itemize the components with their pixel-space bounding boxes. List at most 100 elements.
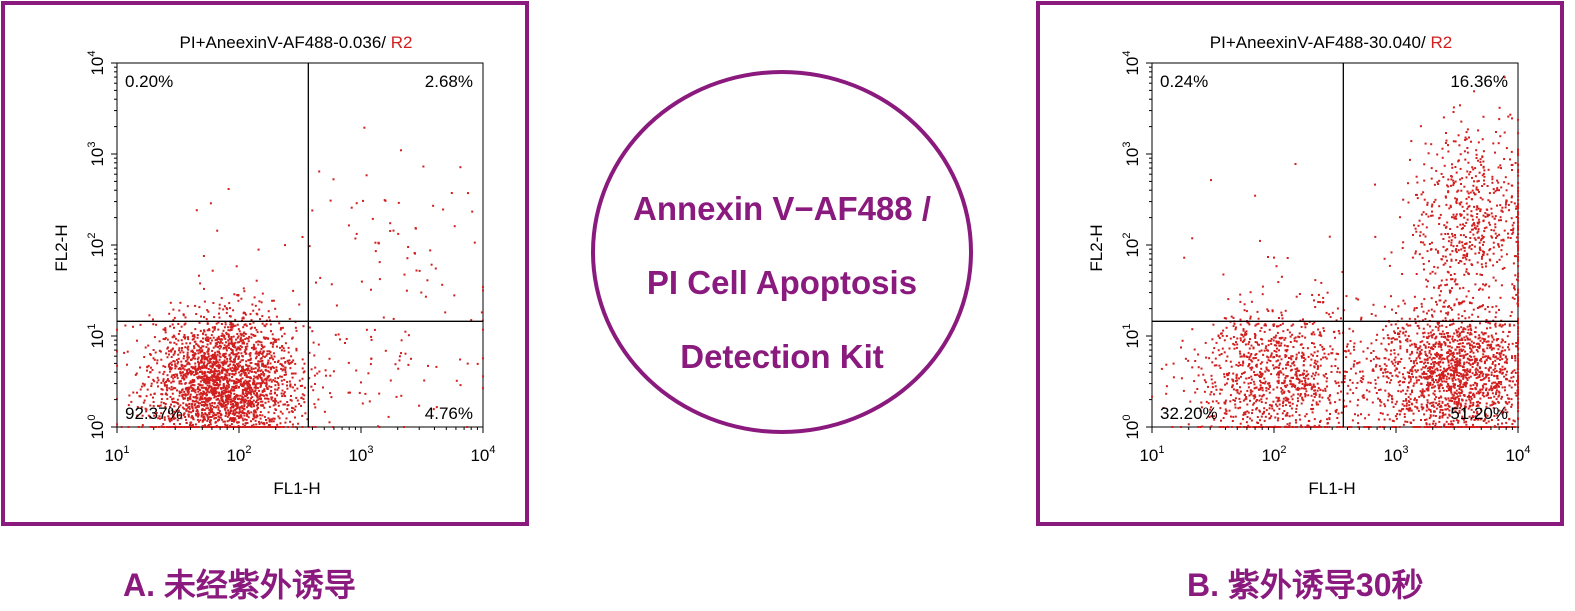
scatter-point — [1335, 410, 1337, 413]
scatter-point — [1284, 426, 1287, 428]
scatter-point — [1349, 352, 1352, 355]
scatter-point — [1398, 333, 1401, 335]
scatter-point — [1236, 379, 1239, 382]
scatter-point — [177, 367, 180, 370]
scatter-point — [1275, 426, 1278, 428]
scatter-point — [1221, 347, 1224, 350]
scatter-point — [332, 370, 335, 373]
scatter-point — [229, 367, 232, 370]
scatter-point — [1483, 355, 1486, 358]
scatter-point — [232, 402, 234, 405]
scatter-point — [1293, 337, 1296, 340]
scatter-point — [274, 388, 277, 391]
scatter-point — [1183, 256, 1186, 259]
scatter-point — [1387, 358, 1390, 361]
scatter-point — [1313, 346, 1316, 349]
scatter-point — [213, 392, 216, 394]
scatter-point — [163, 402, 165, 405]
scatter-point — [1242, 329, 1245, 332]
scatter-point — [155, 323, 158, 326]
scatter-point — [201, 384, 204, 387]
scatter-point — [1413, 398, 1416, 401]
scatter-point — [1427, 408, 1430, 411]
scatter-point — [1257, 317, 1260, 320]
scatter-point — [1408, 372, 1411, 374]
scatter-point — [1450, 385, 1452, 388]
scatter-point — [200, 359, 203, 362]
scatter-point — [1413, 309, 1416, 312]
scatter-point — [1427, 370, 1430, 372]
scatter-point — [236, 333, 239, 335]
scatter-point — [271, 345, 274, 348]
scatter-point — [250, 403, 252, 406]
scatter-point — [221, 342, 224, 345]
scatter-point — [172, 334, 175, 337]
scatter-point — [234, 341, 237, 344]
scatter-point — [208, 384, 211, 387]
scatter-point — [268, 385, 271, 388]
scatter-point — [1452, 353, 1455, 355]
scatter-point — [1247, 351, 1250, 354]
scatter-point — [201, 401, 203, 404]
scatter-point — [1277, 399, 1280, 401]
scatter-point — [202, 333, 205, 336]
scatter-point — [265, 319, 268, 322]
scatter-point — [1304, 394, 1307, 396]
scatter-point — [299, 385, 302, 387]
scatter-point — [1421, 408, 1424, 411]
scatter-point — [224, 401, 227, 404]
scatter-point — [231, 350, 234, 353]
scatter-point — [1247, 411, 1250, 414]
scatter-point — [1300, 355, 1303, 358]
scatter-point — [284, 403, 287, 406]
scatter-point — [1265, 409, 1268, 412]
scatter-point — [1326, 377, 1329, 380]
scatter-point — [1326, 426, 1329, 428]
scatter-point — [1438, 325, 1441, 328]
scatter-point — [223, 344, 226, 347]
scatter-point — [1314, 392, 1317, 395]
scatter-point — [1211, 338, 1214, 341]
scatter-point — [1472, 394, 1474, 396]
scatter-point — [1438, 384, 1441, 387]
scatter-point — [195, 369, 198, 372]
scatter-point — [1256, 310, 1259, 313]
scatter-point — [190, 411, 193, 414]
scatter-point — [1429, 415, 1432, 418]
scatter-point — [1487, 335, 1490, 338]
scatter-point — [218, 371, 221, 374]
scatter-point — [245, 392, 247, 395]
scatter-point — [308, 326, 311, 329]
scatter-point — [360, 280, 363, 283]
scatter-point — [261, 381, 264, 384]
scatter-point — [1289, 341, 1292, 343]
scatter-point — [222, 367, 225, 370]
scatter-point — [1229, 337, 1232, 340]
scatter-point — [1434, 368, 1437, 371]
scatter-point — [330, 283, 333, 286]
scatter-point — [184, 382, 187, 384]
scatter-point — [239, 338, 242, 341]
scatter-point — [1304, 326, 1307, 329]
scatter-point — [227, 334, 230, 337]
scatter-point — [1282, 397, 1285, 400]
scatter-point — [282, 403, 285, 406]
scatter-point — [210, 416, 213, 418]
scatter-point — [1279, 344, 1282, 347]
scatter-point — [265, 393, 268, 396]
scatter-point — [1420, 406, 1423, 409]
scatter-point — [1289, 369, 1292, 372]
scatter-point — [1242, 339, 1245, 342]
scatter-point — [1293, 339, 1296, 342]
scatter-point — [1251, 360, 1254, 363]
scatter-point — [1397, 353, 1400, 356]
scatter-point — [217, 385, 220, 388]
scatter-point — [1267, 369, 1270, 372]
scatter-point — [1485, 359, 1488, 362]
scatter-point — [1438, 357, 1441, 360]
scatter-point — [217, 372, 220, 375]
scatter-point — [167, 346, 169, 349]
scatter-point — [226, 397, 229, 400]
scatter-point — [358, 391, 361, 394]
scatter-point — [262, 422, 264, 425]
